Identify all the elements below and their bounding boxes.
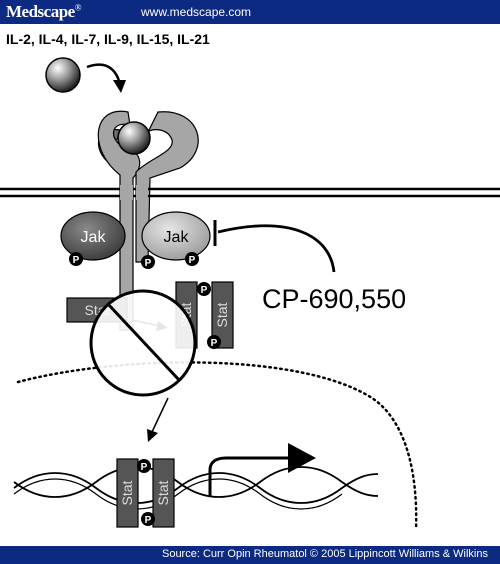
registered-mark: ®	[74, 2, 82, 13]
jak-kinase-right	[141, 211, 211, 261]
phosphate-label: P	[201, 285, 208, 296]
jak-left-label: Jak	[81, 229, 107, 246]
jak-right-label: Jak	[164, 229, 190, 246]
stat-dna-monomer-left	[116, 458, 139, 528]
nuclear-translocation-arrowhead	[147, 429, 158, 442]
medscape-logo[interactable]: Medscape®	[6, 2, 82, 22]
phosphate-group-jak-right: P	[185, 252, 199, 266]
dna-strand-3	[13, 478, 343, 510]
phosphate-label: P	[145, 515, 152, 526]
nuclear-translocation-arrow	[151, 397, 169, 433]
phosphate-label: P	[141, 462, 148, 473]
transcription-arrow	[208, 456, 290, 497]
transcription-arrowhead	[288, 443, 316, 473]
dna-strand-1	[13, 472, 379, 504]
stat-dimer-monomer-right	[211, 281, 234, 349]
phosphate-label: P	[211, 338, 218, 349]
stat-dimer-label: Stat	[214, 302, 230, 327]
stat-dna-monomer-right	[152, 458, 175, 528]
source-credit: Source: Curr Opin Rheumatol © 2005 Lippi…	[161, 548, 488, 560]
header-bar: Medscape® www.medscape.com	[0, 0, 500, 24]
receptor-stem-left	[120, 185, 133, 200]
phosphate-label: P	[145, 258, 152, 269]
phosphate-group-receptor: P	[141, 255, 155, 269]
footer-bar: Source: Curr Opin Rheumatol © 2005 Lippi…	[0, 546, 500, 564]
receptor-stem-right	[136, 185, 148, 200]
phosphate-group-jak-left: P	[69, 252, 83, 266]
phosphate-group-stat-top: P	[197, 282, 211, 296]
receptor-chain-right	[135, 111, 199, 263]
phosphate-label: P	[189, 255, 196, 266]
cytokine-ligand-bound	[117, 121, 151, 155]
stat-dna-label: Stat	[155, 480, 171, 505]
inhibition-line	[217, 224, 336, 273]
phosphate-label: P	[73, 255, 80, 266]
nuclear-membrane	[16, 361, 418, 532]
cytokine-list-title: IL-2, IL-4, IL-7, IL-9, IL-15, IL-21	[6, 31, 210, 47]
phosphate-group-dna-bottom: P	[141, 512, 155, 526]
phosphate-group-stat-bottom: P	[207, 335, 221, 349]
cytokine-ligand-free	[45, 57, 81, 93]
jak-kinase-left	[60, 211, 126, 261]
phosphate-group-dna-top: P	[137, 459, 151, 473]
prohibition-symbol	[89, 289, 197, 397]
logo-text: Medscape	[6, 2, 75, 21]
jak-stat-diagram: IL-2, IL-4, IL-7, IL-9, IL-15, IL-21 Jak…	[0, 31, 500, 532]
inhibitor-drug-label: CP-690,550	[262, 284, 406, 314]
dna-strand-2	[13, 466, 379, 498]
site-url-link[interactable]: www.medscape.com	[141, 5, 252, 19]
binding-arrowhead	[113, 80, 126, 93]
stat-dna-label: Stat	[119, 480, 135, 505]
